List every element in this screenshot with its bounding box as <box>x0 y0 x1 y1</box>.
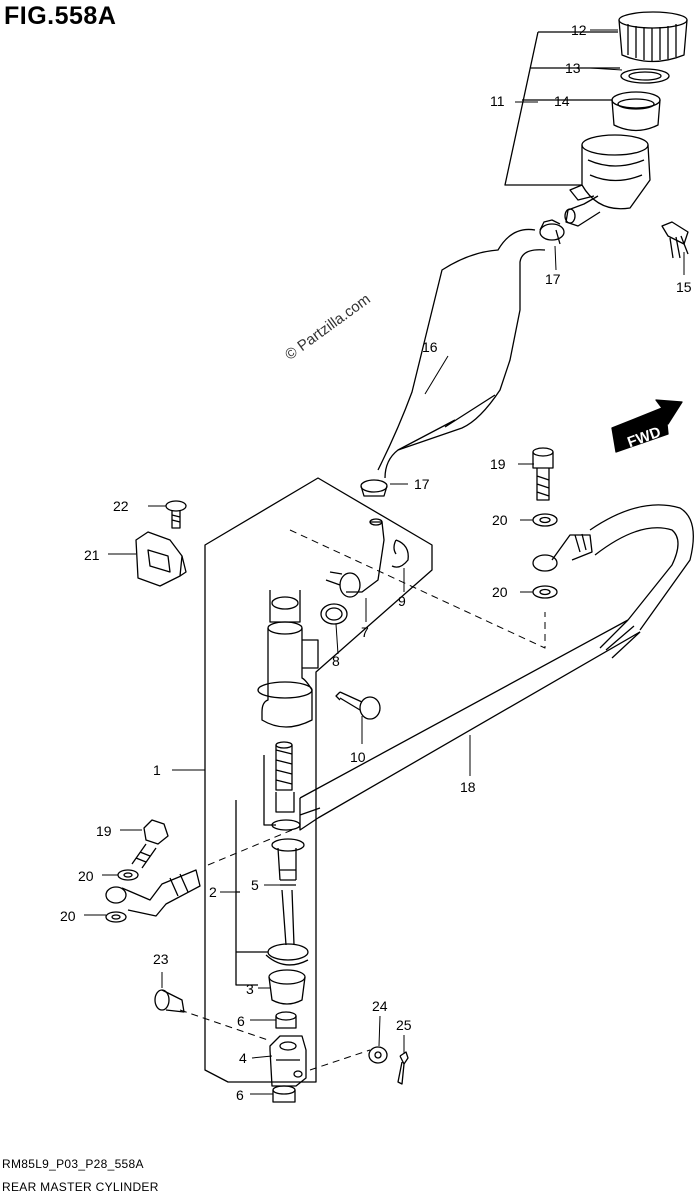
nut-6-upper <box>275 1011 297 1029</box>
clevis-pin-23 <box>154 989 185 1013</box>
banjo-bolt-19-lower <box>131 819 169 869</box>
washer-20-c <box>117 869 139 881</box>
hose-16-band <box>397 394 496 451</box>
screw-15 <box>661 221 689 259</box>
bracket-2 <box>235 755 276 986</box>
o-ring-8 <box>320 603 348 625</box>
callout-6-upper: 6 <box>237 1013 245 1029</box>
callout-19-top: 19 <box>490 456 506 472</box>
callout-6-lower: 6 <box>236 1087 244 1103</box>
callout-19-lower: 19 <box>96 823 112 839</box>
callout-18: 18 <box>460 779 476 795</box>
boot-3 <box>268 969 306 1005</box>
footer-caption: REAR MASTER CYLINDER <box>2 1180 159 1194</box>
clamp-17-bottom <box>360 479 388 497</box>
callout-11: 11 <box>490 93 505 109</box>
callout-24: 24 <box>372 998 388 1014</box>
brake-hose-18-long <box>299 619 641 819</box>
reservoir-assembly <box>564 11 688 227</box>
hose-18-ferrule <box>599 619 641 659</box>
callout-10: 10 <box>350 749 366 765</box>
callout-4: 4 <box>239 1050 247 1066</box>
dash-line-9-to-20 <box>289 529 546 649</box>
dash-line-bolt-23 <box>179 1009 269 1041</box>
callout-20-a: 20 <box>492 512 508 528</box>
dash-line-cylinder-to-hose <box>207 829 293 866</box>
callout-8: 8 <box>332 653 340 669</box>
assembly-outline <box>204 477 433 1083</box>
callout-17-top: 17 <box>545 271 561 287</box>
dash-line-pin-24 <box>309 1049 371 1071</box>
brake-hose-18 <box>589 504 694 631</box>
callout-12: 12 <box>571 22 587 38</box>
banjo-fitting-left <box>105 869 201 917</box>
callout-16: 16 <box>422 339 438 355</box>
callout-23: 23 <box>153 951 169 967</box>
fitting-7 <box>325 518 385 598</box>
callout-20-d: 20 <box>60 908 76 924</box>
cotter-pin-25 <box>397 1051 409 1085</box>
callout-20-c: 20 <box>78 868 94 884</box>
callout-13: 13 <box>565 60 581 76</box>
callout-21: 21 <box>84 547 100 563</box>
hose-16 <box>377 228 546 479</box>
callout-15: 15 <box>676 279 692 295</box>
hose-18-lower-end <box>299 798 321 831</box>
callout-17-bottom: 17 <box>414 476 430 492</box>
callout-20-b: 20 <box>492 584 508 600</box>
piston-kit-2 <box>265 741 309 966</box>
banjo-bolt-19-top <box>532 447 554 501</box>
clevis-4 <box>269 1035 307 1087</box>
callout-labels: 12 13 14 11 17 15 16 17 19 20 20 22 21 7… <box>60 22 692 1103</box>
callout-25: 25 <box>396 1017 412 1033</box>
banjo-fitting-right <box>532 533 593 572</box>
clamp-17-top <box>539 219 565 245</box>
figure-title: FIG.558A <box>4 2 117 30</box>
bracket-11 <box>504 31 620 186</box>
nut-6-lower <box>272 1085 296 1103</box>
screw-10 <box>335 691 381 720</box>
circlip-9 <box>391 539 409 568</box>
washer-24 <box>368 1046 388 1064</box>
callout-22: 22 <box>113 498 129 514</box>
footer-code: RM85L9_P03_P28_558A <box>2 1157 144 1171</box>
screw-22 <box>165 500 187 529</box>
washer-20-a <box>532 513 558 527</box>
fwd-arrow <box>611 399 683 453</box>
washer-20-b <box>532 585 558 599</box>
callout-1: 1 <box>153 762 161 778</box>
callout-7: 7 <box>361 624 369 640</box>
callout-3: 3 <box>246 981 254 997</box>
master-cylinder-body <box>257 590 319 728</box>
callout-2: 2 <box>209 884 217 900</box>
callout-14: 14 <box>554 93 570 109</box>
callout-9: 9 <box>398 593 406 609</box>
callout-5: 5 <box>251 877 259 893</box>
washer-20-d <box>105 911 127 923</box>
bracket-21 <box>135 531 187 587</box>
